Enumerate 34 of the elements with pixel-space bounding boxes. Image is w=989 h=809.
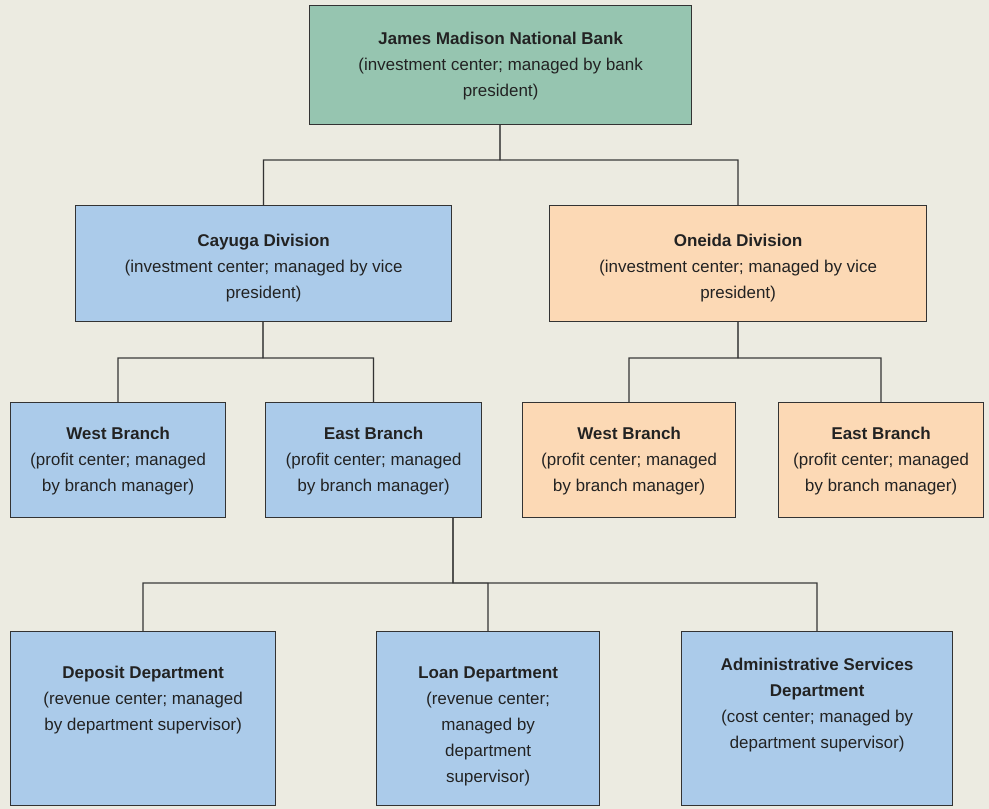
org-unit-box <box>75 205 452 322</box>
unit-description: (cost center; managed by department supervisor) <box>720 706 914 754</box>
org-unit-box <box>10 402 226 518</box>
unit-name: Administrative Services Department <box>720 654 914 702</box>
org-unit-box <box>265 402 482 518</box>
unit-description: (profit center; managed by branch manager) <box>284 449 462 497</box>
org-unit-box <box>10 631 276 806</box>
org-unit-box <box>376 631 600 806</box>
unit-name: Loan Department <box>418 662 558 684</box>
unit-description: (revenue center; managed by department supervisor) <box>42 688 244 736</box>
unit-description: (revenue center; managed by department supervisor) <box>425 688 551 788</box>
connector-line <box>499 125 739 205</box>
unit-name: James Madison National Bank <box>378 28 623 50</box>
unit-name: Deposit Department <box>62 662 224 684</box>
connector-line <box>262 322 374 402</box>
org-unit-box <box>309 5 692 125</box>
org-unit-box <box>549 205 927 322</box>
unit-description: (investment center; managed by vice president) <box>598 256 878 304</box>
unit-name: East Branch <box>324 423 424 445</box>
unit-name: Cayuga Division <box>197 230 330 252</box>
unit-name: West Branch <box>577 423 681 445</box>
unit-description: (profit center; managed by branch manager) <box>792 449 970 497</box>
unit-description: (profit center; managed by branch manager) <box>29 449 207 497</box>
unit-name: West Branch <box>66 423 170 445</box>
org-unit-box <box>522 402 736 518</box>
unit-description: (investment center; managed by bank president) <box>357 54 644 102</box>
unit-name: East Branch <box>831 423 931 445</box>
connector-line <box>737 322 882 402</box>
org-unit-box <box>681 631 953 806</box>
unit-name: Oneida Division <box>674 230 802 252</box>
unit-description: (profit center; managed by branch manager) <box>540 449 718 497</box>
org-unit-box <box>778 402 984 518</box>
connector-line <box>452 518 818 631</box>
unit-description: (investment center; managed by vice president) <box>124 256 404 304</box>
